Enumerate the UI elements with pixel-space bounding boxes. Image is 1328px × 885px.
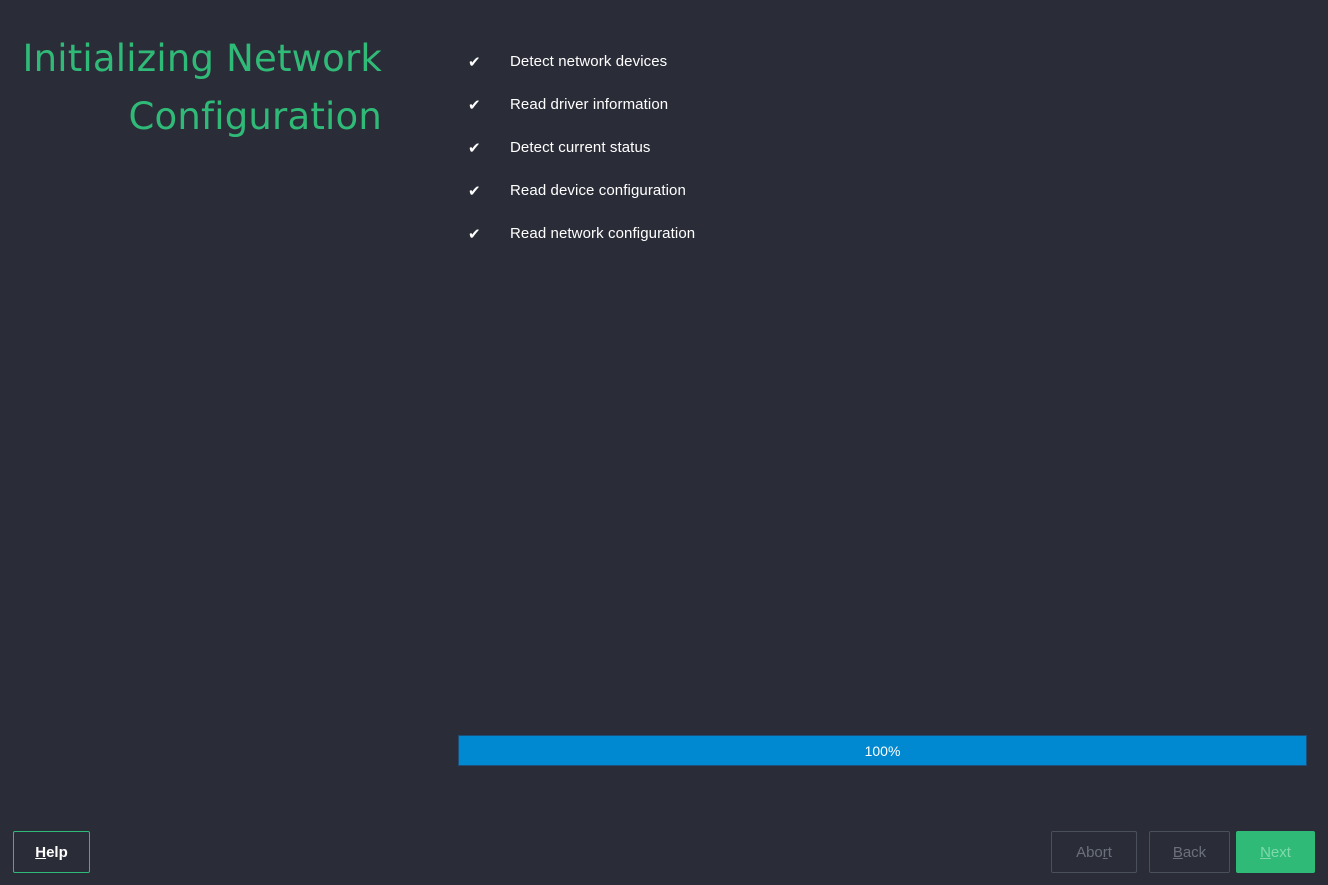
step-label: Detect network devices — [510, 53, 668, 70]
list-item: ✔ Read device configuration — [462, 169, 695, 212]
list-item: ✔ Read network configuration — [462, 212, 695, 255]
back-button[interactable]: Back — [1149, 831, 1230, 873]
step-label: Read driver information — [510, 96, 669, 113]
progress-fill — [459, 736, 1306, 765]
next-button[interactable]: Next — [1236, 831, 1315, 873]
abort-button[interactable]: Abort — [1051, 831, 1137, 873]
next-button-label: Next — [1260, 843, 1291, 861]
step-label: Read network configuration — [510, 225, 696, 242]
check-icon: ✔ — [468, 138, 481, 157]
list-item: ✔ Read driver information — [462, 83, 695, 126]
list-item: ✔ Detect current status — [462, 126, 695, 169]
step-label: Read device configuration — [510, 182, 686, 199]
progress-label: 100% — [864, 742, 901, 759]
check-icon: ✔ — [468, 224, 481, 243]
page-title-line-2: Configuration — [128, 95, 382, 138]
check-icon: ✔ — [468, 95, 481, 114]
step-list: ✔ Detect network devices ✔ Read driver i… — [462, 40, 695, 255]
abort-button-label: Abort — [1076, 843, 1112, 861]
page-title: Initializing Network Configuration — [20, 30, 382, 146]
list-item: ✔ Detect network devices — [462, 40, 695, 83]
back-button-label: Back — [1172, 843, 1207, 861]
help-button-label: Help — [35, 843, 68, 861]
check-icon: ✔ — [468, 52, 481, 71]
step-label: Detect current status — [510, 139, 651, 156]
help-button[interactable]: Help — [13, 831, 90, 873]
progress-bar: 100% — [458, 735, 1307, 766]
page-title-line-1: Initializing Network — [22, 37, 382, 80]
check-icon: ✔ — [468, 181, 481, 200]
